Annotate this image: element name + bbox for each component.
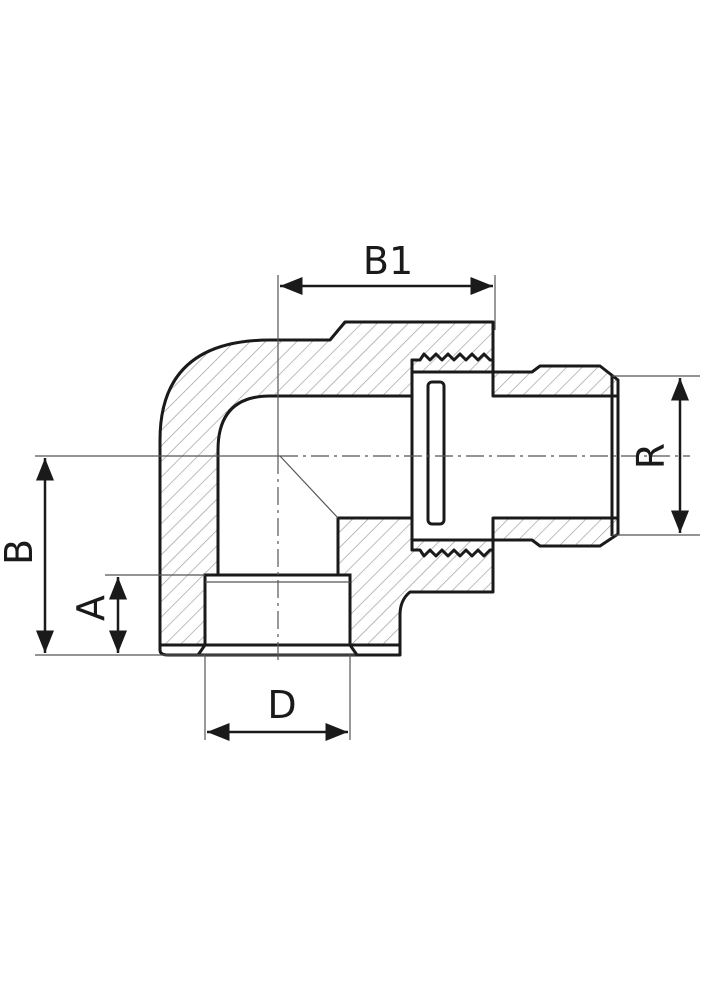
dimension-arrows [36, 277, 689, 741]
bore-diagonal [279, 455, 339, 519]
nut-lower [410, 538, 495, 558]
tail-lower [491, 516, 620, 548]
dimension-label-d: D [267, 683, 296, 727]
extension-lines [35, 275, 700, 740]
dimension-label-b1: B1 [363, 239, 413, 283]
nut-upper [410, 352, 495, 374]
inner-bore [216, 394, 414, 577]
dimension-label-r: R [629, 443, 673, 469]
tail-upper [491, 364, 620, 398]
gasket-ring [426, 380, 446, 526]
male-tail [491, 364, 620, 548]
dimension-label-b: B [0, 539, 41, 565]
dimension-label-a: A [69, 595, 113, 621]
union-nut [410, 352, 495, 558]
